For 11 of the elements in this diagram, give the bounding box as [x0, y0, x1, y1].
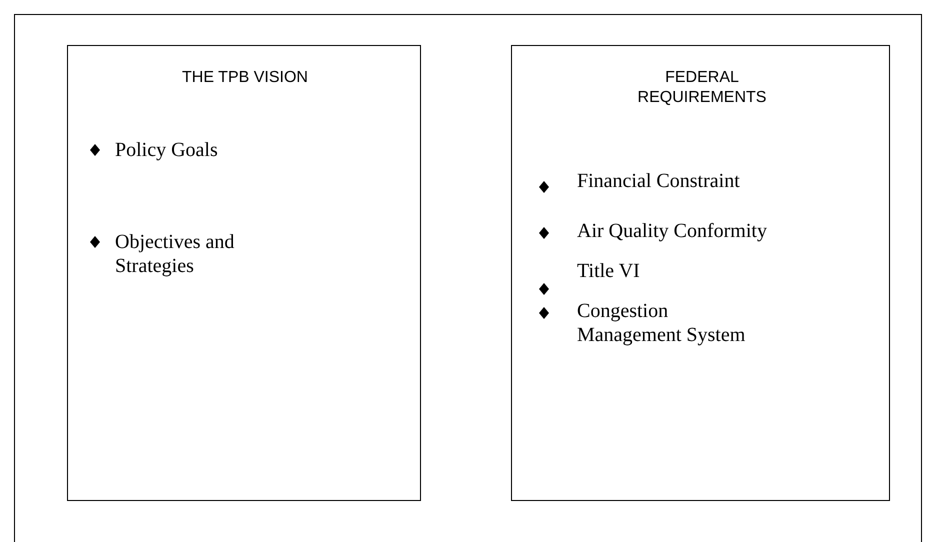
box-heading: FEDERAL REQUIREMENTS — [636, 68, 768, 108]
bullet-text: Congestion Management System — [577, 299, 746, 347]
bullet-text: Policy Goals — [115, 138, 219, 162]
bullet-text: Objectives and Strategies — [115, 230, 236, 278]
outer-frame — [14, 14, 922, 542]
bullet-text: Financial Constraint — [577, 169, 741, 193]
box-heading: THE TPB VISION — [181, 68, 309, 88]
bullet-text: Title VI — [577, 259, 641, 283]
text-box — [67, 45, 421, 501]
text-box — [511, 45, 890, 501]
bullet-text: Air Quality Conformity — [577, 219, 768, 243]
